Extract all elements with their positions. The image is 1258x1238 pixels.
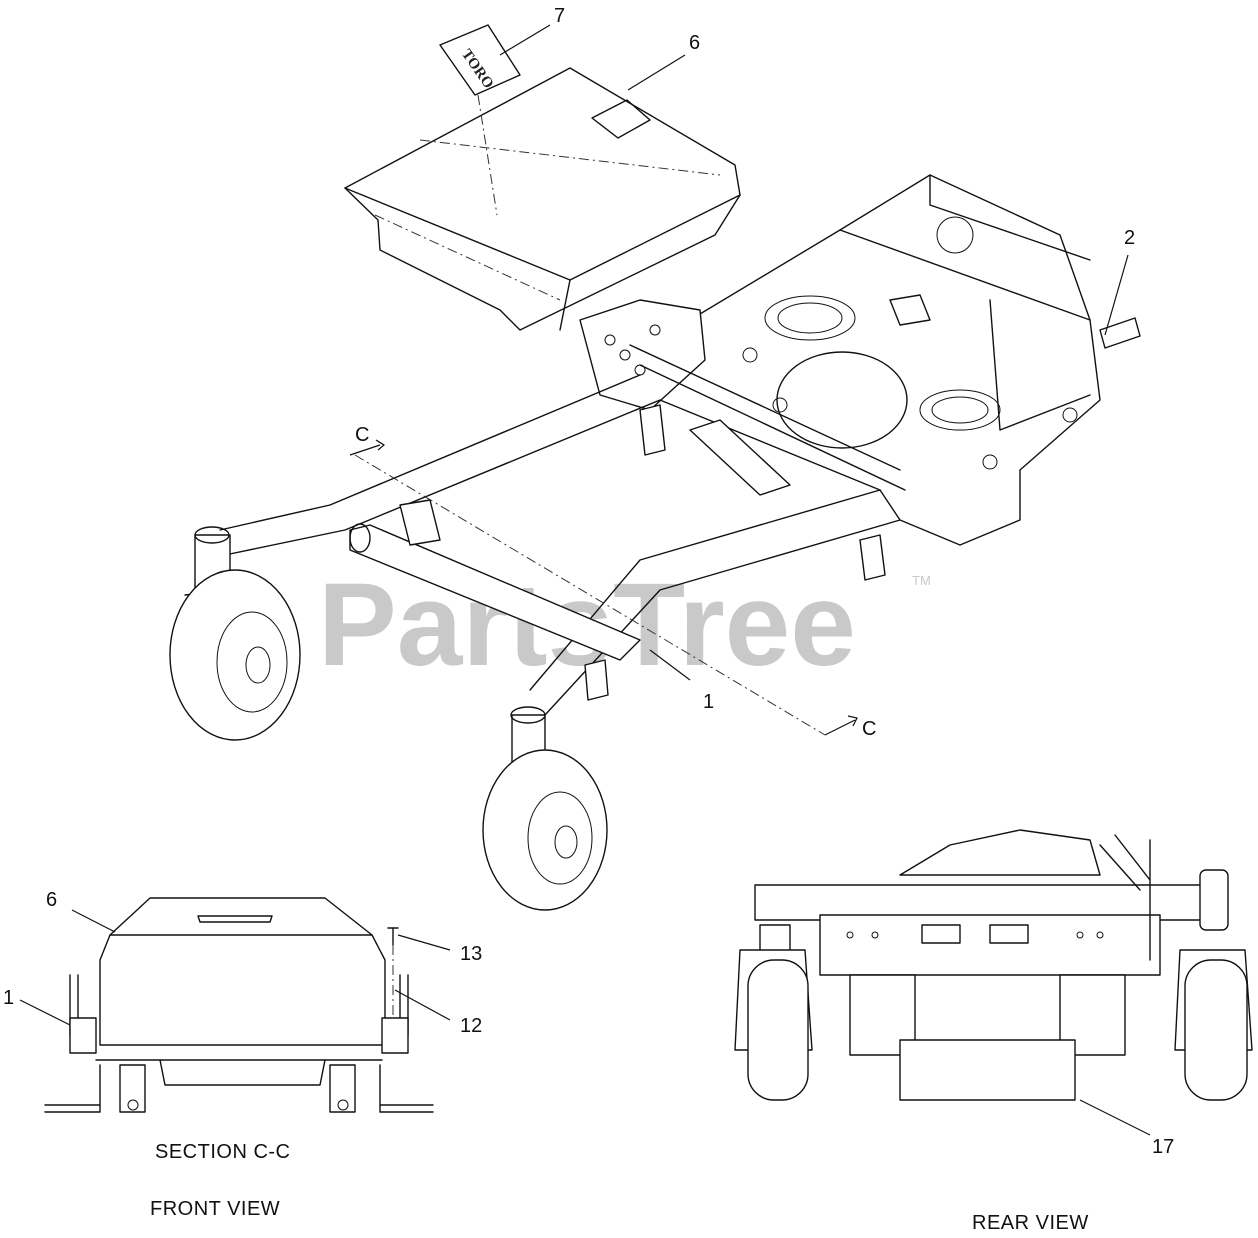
rear-view: 17 bbox=[734, 829, 1253, 1158]
rear-frame-plate bbox=[639, 174, 1101, 546]
section-mark-c-bottom: C bbox=[862, 718, 876, 740]
section-caption: SECTION C-C bbox=[155, 1141, 291, 1163]
right-caster-wheel bbox=[482, 706, 608, 911]
callout-1-top: 1 bbox=[703, 691, 714, 713]
callout-7: 7 bbox=[554, 5, 565, 27]
callout-2: 2 bbox=[1124, 227, 1135, 249]
callout-6-front: 6 bbox=[46, 889, 57, 911]
callout-1-front: 1 bbox=[3, 987, 14, 1009]
front-view-section: 6 13 1 12 bbox=[3, 889, 482, 1113]
rear-left-caster bbox=[734, 924, 813, 1101]
front-view-caption: FRONT VIEW bbox=[150, 1198, 280, 1220]
watermark-trademark: TM bbox=[912, 573, 931, 588]
side-mount-plate bbox=[579, 299, 706, 411]
main-frame bbox=[219, 344, 906, 716]
rear-right-caster bbox=[1174, 869, 1253, 1101]
callout-17: 17 bbox=[1152, 1136, 1174, 1158]
callout-6-top: 6 bbox=[689, 32, 700, 54]
main-leaders bbox=[499, 24, 1129, 681]
callout-13: 13 bbox=[460, 943, 482, 965]
handle-grip bbox=[1099, 317, 1141, 349]
foot-shield-top bbox=[344, 67, 741, 331]
callout-12: 12 bbox=[460, 1015, 482, 1037]
rear-view-caption: REAR VIEW bbox=[972, 1212, 1089, 1234]
left-caster-wheel bbox=[169, 526, 301, 741]
main-assembly: TORO 7 6 2 1 C C bbox=[169, 5, 1141, 911]
toro-decal: TORO bbox=[439, 24, 521, 216]
section-line bbox=[349, 439, 858, 736]
section-mark-c-top: C bbox=[355, 424, 369, 446]
